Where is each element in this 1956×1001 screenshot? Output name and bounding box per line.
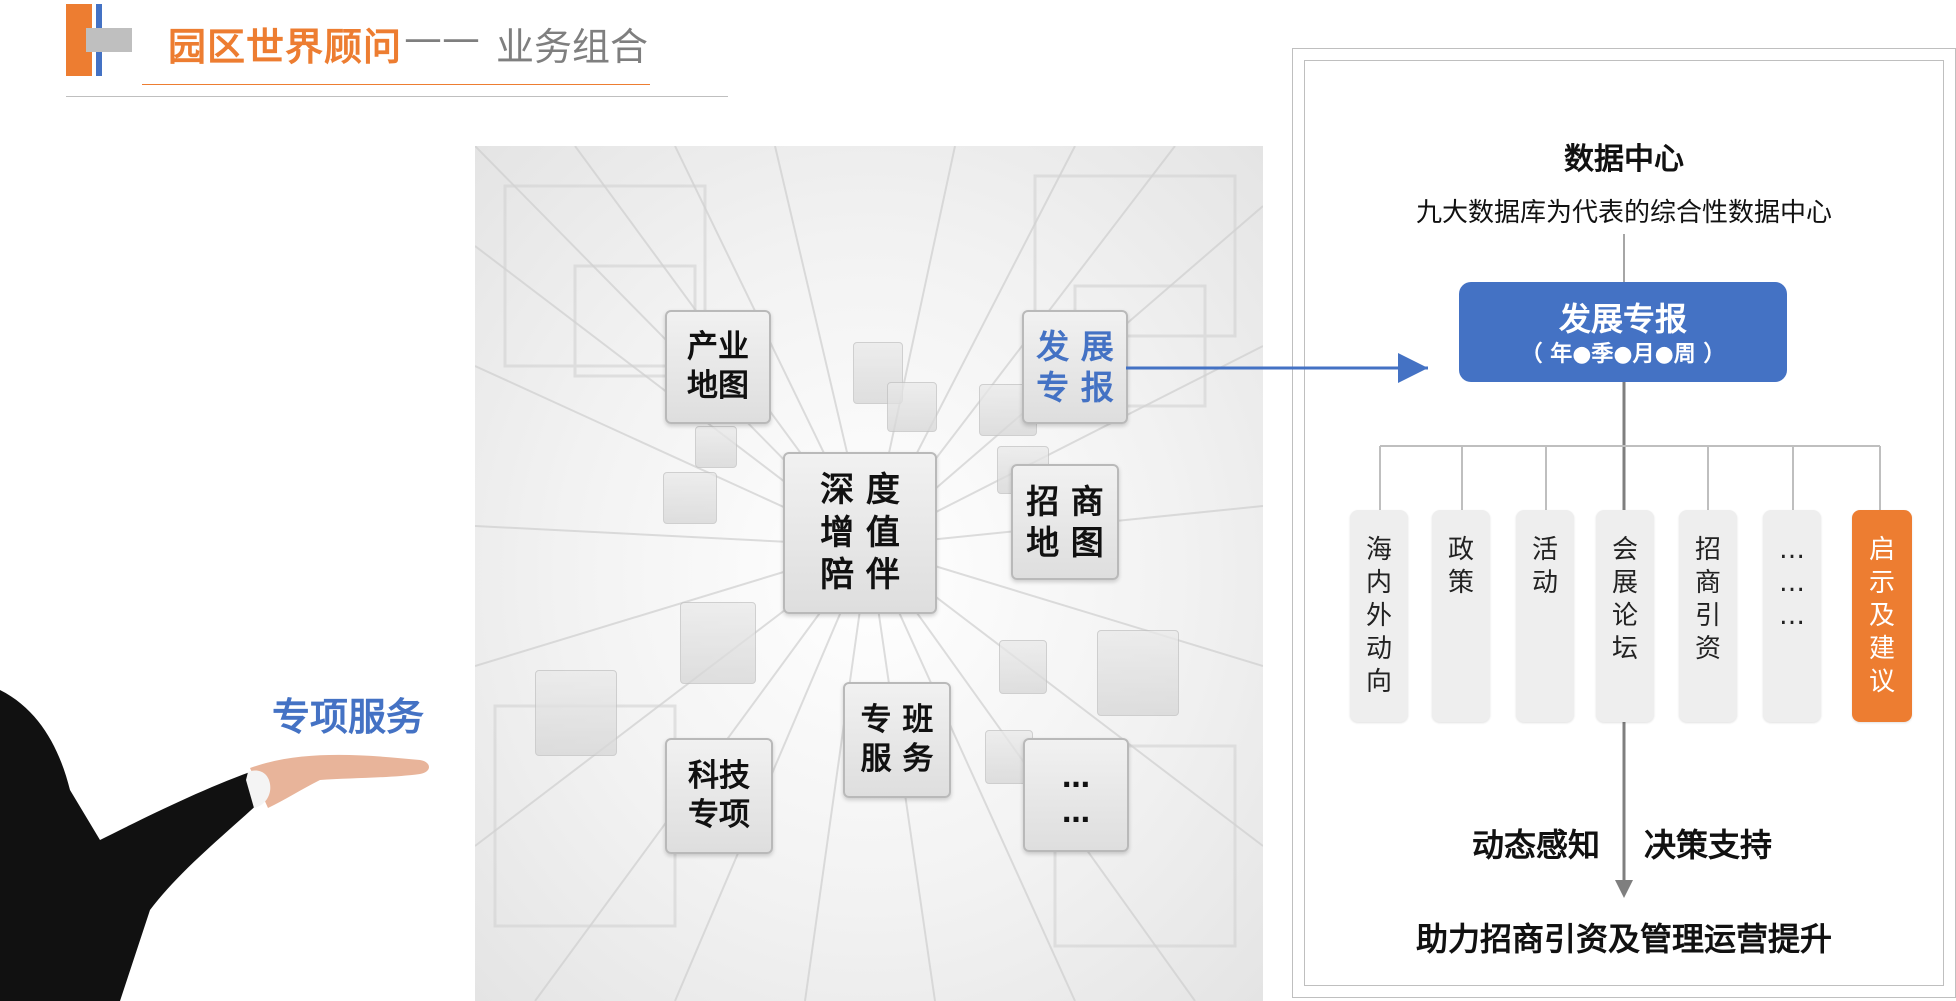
decor-tile <box>663 472 717 524</box>
category-label: 启 示 及 建 议 <box>1868 535 1895 697</box>
data-center-description: 九大数据库为代表的综合性数据中心 <box>1415 198 1832 228</box>
decor-tile <box>1097 630 1179 716</box>
dynamic-perception-label: 动态感知 <box>1472 826 1601 864</box>
category-activity: 活 动 <box>1516 510 1574 722</box>
category-label: 招 商 引 资 <box>1694 535 1721 664</box>
logo-icon <box>66 4 132 76</box>
data-center-frame-inner <box>1304 60 1944 986</box>
tile-more: … … <box>1023 738 1129 852</box>
tile-dev-report-label: 发 展 专 报 <box>1036 326 1114 407</box>
title-underline <box>142 84 650 85</box>
tile-special-class: 专 班 服 务 <box>843 682 951 798</box>
tile-deep-value-label: 深 度 增 值 陪 伴 <box>820 470 900 596</box>
dev-report-box-period: （ 年●季●月●周 ） <box>1520 342 1726 367</box>
tile-invest-map: 招 商 地 图 <box>1011 464 1119 580</box>
tile-dev-report: 发 展 专 报 <box>1022 310 1128 424</box>
tile-industry-map-label: 产业 地图 <box>687 329 749 404</box>
decor-tile <box>535 670 617 756</box>
down-arrow-head <box>1615 880 1633 898</box>
decor-tile <box>999 640 1047 694</box>
category-overseas-trends: 海 内 外 动 向 <box>1350 510 1408 722</box>
category-investment: 招 商 引 资 <box>1679 510 1737 722</box>
category-more: … … … <box>1763 510 1821 722</box>
data-center-title: 数据中心 <box>1564 142 1684 177</box>
dev-report-box: 发展专报 （ 年●季●月●周 ） <box>1459 282 1787 382</box>
category-policy: 政 策 <box>1432 510 1490 722</box>
category-label: 政 策 <box>1447 535 1474 598</box>
tile-invest-map-label: 招 商 地 图 <box>1026 481 1104 562</box>
decor-tile <box>680 602 756 684</box>
businessman-hand-image <box>0 690 429 1001</box>
category-exhibition-forum: 会 展 论 坛 <box>1596 510 1654 722</box>
decor-tile <box>887 382 937 432</box>
tile-special-class-label: 专 班 服 务 <box>860 702 934 777</box>
title-separator: —— <box>404 16 480 60</box>
special-service-label: 专项服务 <box>272 695 425 739</box>
service-background-panel: 产业 地图 发 展 专 报 深 度 增 值 陪 伴 招 商 地 图 科技 专项 … <box>475 146 1263 1001</box>
tile-tech-special-label: 科技 专项 <box>688 758 750 833</box>
tile-industry-map: 产业 地图 <box>665 310 771 424</box>
category-label: 活 动 <box>1531 535 1558 598</box>
category-label: 会 展 论 坛 <box>1611 535 1638 664</box>
decision-support-label: 决策支持 <box>1644 826 1773 864</box>
page-title: 园区世界顾问 <box>168 25 403 69</box>
bottom-conclusion: 助力招商引资及管理运营提升 <box>1415 920 1832 958</box>
category-label: 海 内 外 动 向 <box>1365 535 1392 697</box>
decor-tile <box>695 426 737 468</box>
dev-report-box-title: 发展专报 <box>1558 300 1687 338</box>
category-insights-suggestions: 启 示 及 建 议 <box>1852 510 1912 722</box>
tile-deep-value: 深 度 增 值 陪 伴 <box>783 452 937 614</box>
page-subtitle: 业务组合 <box>496 25 649 69</box>
category-label: … … … <box>1779 535 1805 631</box>
tile-tech-special: 科技 专项 <box>665 738 773 854</box>
header-divider <box>66 96 728 97</box>
tile-more-label: … … <box>1062 761 1090 829</box>
